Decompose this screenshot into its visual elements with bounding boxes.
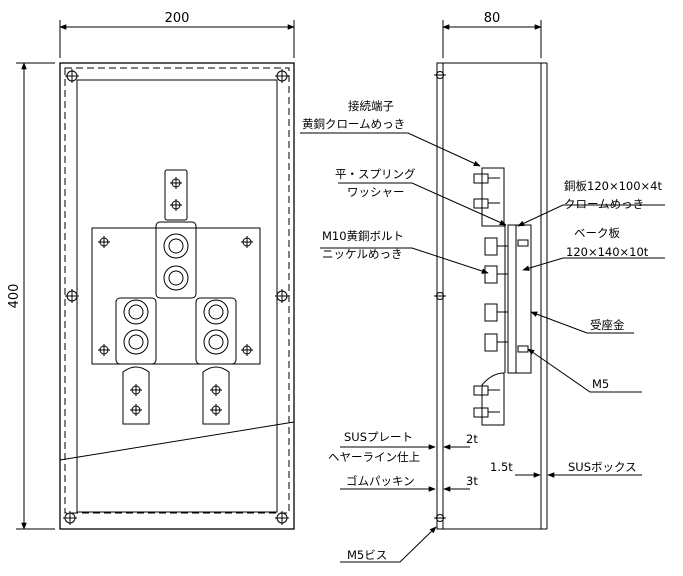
side-top-terminal (473, 167, 505, 227)
top-terminal (155, 169, 197, 299)
callout-labels: 接続端子 黄銅クロームめっき 平・スプリング ワッシャー M10黄銅ボルト ニッ… (302, 99, 662, 562)
dimension-width (59, 20, 295, 58)
label-screw: M5ビス (347, 548, 387, 562)
label-bolt-title: M10黄銅ボルト (322, 229, 404, 243)
front-plate-outline (59, 62, 295, 530)
dimension-label-80: 80 (484, 11, 501, 26)
label-terminal-spec: 黄銅クロームめっき (302, 117, 405, 131)
mounting-holes (63, 69, 289, 525)
front-view (16, 20, 295, 530)
gasket-outline (64, 67, 290, 514)
label-sus-plate: SUSプレート (344, 430, 413, 444)
right-terminal (195, 297, 237, 425)
label-bake-title: ベーク板 (574, 226, 620, 240)
label-bake-spec: 120×140×10t (566, 245, 649, 259)
label-copper-title: 銅板120×100×4t (564, 179, 662, 193)
dimension-height (16, 62, 55, 530)
label-sus-box: SUSボックス (568, 460, 637, 474)
label-sus-finish: ヘヤーライン仕上 (328, 450, 420, 464)
side-bottom-terminal (473, 372, 505, 426)
leader-lines (300, 132, 665, 563)
label-gasket-thickness: 3t (466, 474, 478, 488)
copper-plate (507, 224, 517, 374)
label-m5: M5 (592, 377, 609, 391)
label-receiver: 受座金 (590, 318, 625, 332)
board-screws (98, 236, 253, 356)
label-terminal-title: 接続端子 (348, 99, 394, 113)
left-terminal (115, 297, 157, 425)
panel-diagonal-line (59, 421, 295, 461)
label-washer-title: 平・スプリング (335, 167, 416, 181)
dimension-side-width (442, 20, 542, 58)
label-washer-sub: ワッシャー (347, 185, 405, 199)
side-view (300, 20, 665, 563)
label-bolt-spec: ニッケルめっき (322, 247, 403, 261)
label-box-thickness: 1.5t (490, 460, 513, 474)
inner-panel-outline (76, 79, 278, 513)
dimension-label-200: 200 (165, 11, 190, 26)
dimension-label-400: 400 (7, 284, 22, 309)
side-bolts (484, 237, 529, 353)
label-copper-spec: クロームめっき (564, 197, 644, 211)
label-gasket: ゴムパッキン (346, 474, 415, 488)
bakelite-board (91, 227, 261, 365)
side-screws (434, 71, 446, 522)
label-plate-thickness: 2t (466, 432, 478, 446)
